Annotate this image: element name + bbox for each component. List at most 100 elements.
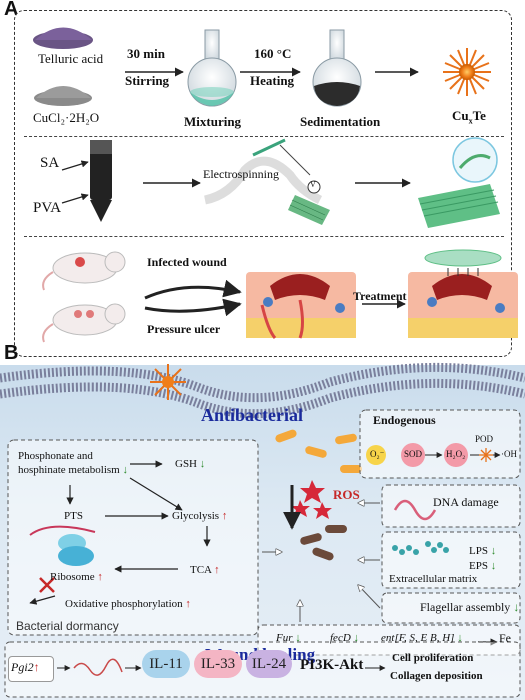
inhibition-cross-icon <box>39 577 55 593</box>
fiber-icon <box>73 658 123 676</box>
lps-down-arrow: ↓ <box>490 545 497 557</box>
telluric-acid-label: Telluric acid <box>38 51 104 66</box>
superoxide-label: O₂⁻ <box>370 449 385 459</box>
pgi2-text: Pgi2 <box>11 660 34 674</box>
sod-circle <box>401 443 425 467</box>
ribosome-text: Ribosome <box>50 571 95 583</box>
eps-text: EPS <box>469 560 488 572</box>
matrix-molecule-icon <box>392 541 449 555</box>
ent-text: ent[F, S, E B, H] <box>381 632 455 644</box>
pts-label: PTS <box>64 510 83 522</box>
pgi2-box <box>8 656 54 682</box>
fur-down-arrow: ↓ <box>295 632 301 644</box>
pod-nanoparticle-icon <box>479 448 493 462</box>
treated-tissue-icon <box>408 249 518 338</box>
electrospinning-apparatus-icon <box>203 138 330 225</box>
product-element-te: Te <box>472 108 486 123</box>
dna-damage-box <box>381 484 521 528</box>
cell-proliferation-label: Cell proliferation <box>392 652 474 664</box>
glycolysis-up-arrow: ↑ <box>221 510 228 522</box>
flagellar-box <box>381 592 521 624</box>
oxphos-up-arrow: ↑ <box>185 598 191 610</box>
membrane-nanoparticle-icon <box>150 364 186 400</box>
fur-gene-label: Fur ↓ <box>276 632 301 644</box>
ribosome-up-arrow: ↑ <box>97 571 103 583</box>
fur-text: Fur <box>276 632 293 644</box>
mixturing-label: Mixturing <box>184 114 242 129</box>
voltage-label: V <box>310 180 316 189</box>
endogenous-title: Endogenous <box>373 413 436 427</box>
stirring-time-label: 30 min <box>127 46 165 61</box>
ent-down-arrow: ↓ <box>457 632 463 644</box>
eps-label: EPS ↓ <box>469 560 496 572</box>
heating-label: Heating <box>250 73 295 88</box>
il33-pill: IL-33 <box>194 650 242 678</box>
electrospinning-label: Electrospinning <box>203 167 279 181</box>
gsh-down-arrow: ↓ <box>199 458 206 470</box>
sedimentation-label: Sedimentation <box>300 114 381 129</box>
ros-burst-icon <box>291 480 332 519</box>
hydroxyl-label: ·OH <box>501 449 517 459</box>
sod-label: SOD <box>404 449 423 459</box>
h2o2-circle <box>444 443 468 467</box>
gsh-text: GSH <box>175 458 198 470</box>
lps-label: LPS ↓ <box>469 545 496 557</box>
ros-label: ROS <box>333 487 360 502</box>
stirring-label: Stirring <box>125 73 170 88</box>
heating-temp-label: 160 °C <box>254 46 292 61</box>
pressure-ulcer-label: Pressure ulcer <box>147 322 221 336</box>
tca-up-arrow: ↑ <box>214 564 220 576</box>
pi3k-akt-label: PI3K-Akt <box>300 657 364 673</box>
treatment-label: Treatment <box>353 289 407 303</box>
pgi2-label: Pgi2↑ <box>11 660 40 675</box>
pva-label: PVA <box>33 200 62 216</box>
panel-a-separator-2 <box>24 236 504 237</box>
fecd-text: fecD <box>330 632 351 644</box>
phosphonate-line2-text: hosphinate metabolism <box>18 464 120 476</box>
panel-b-letter: B <box>4 342 19 364</box>
product-label: CuxTe <box>452 108 486 126</box>
flagellar-text: Flagellar assembly <box>420 600 511 614</box>
bacteria-cluster-icon <box>275 429 362 561</box>
copper-chloride-label: CuCl₂·2H₂O <box>33 110 100 125</box>
collagen-deposition-label: Collagen deposition <box>390 670 483 682</box>
oxphos-label: Oxidative phosphorylation ↑ <box>65 598 191 610</box>
nanofiber-membrane-icon <box>418 137 500 228</box>
cell-membrane <box>0 362 525 419</box>
fecd-gene-label: fecD ↓ <box>330 632 359 644</box>
gsh-label: GSH ↓ <box>175 458 205 470</box>
bacterial-dormancy-label: Bacterial dormancy <box>16 619 119 633</box>
iron-genes-box <box>257 624 521 656</box>
glycolysis-label: Glycolysis ↑ <box>172 510 227 522</box>
extracellular-matrix-label: Extracellular matrix <box>389 573 478 585</box>
dna-helix-icon <box>393 499 437 521</box>
ribosome-icon <box>29 525 96 566</box>
antibacterial-title: Antibacterial <box>201 405 303 425</box>
panel-a-graphics <box>33 27 518 343</box>
phosphonate-line2: hosphinate metabolism ↓ <box>18 464 128 476</box>
panel-a-separator-1 <box>24 136 504 137</box>
flagellar-assembly-label: Flagellar assembly ↓ <box>420 600 519 615</box>
copper-chloride-powder-icon <box>34 86 92 106</box>
il11-pill: IL-11 <box>142 650 190 678</box>
tca-label: TCA ↑ <box>190 564 220 576</box>
product-subscript: x <box>468 116 473 126</box>
flagellar-down-arrow: ↓ <box>513 600 520 614</box>
il24-pill: IL-24 <box>246 650 292 678</box>
wound-tissue-icon <box>246 272 356 339</box>
telluric-acid-powder-icon <box>33 27 93 49</box>
phosphonate-line1: Phosphonate and <box>18 450 93 462</box>
cuxte-nanoparticle-icon <box>443 48 491 96</box>
superoxide-circle <box>366 445 386 465</box>
infected-wound-label: Infected wound <box>147 255 227 269</box>
extracellular-matrix-box <box>381 531 521 589</box>
mixturing-flask-icon <box>187 29 237 107</box>
polymer-tube-icon <box>90 140 112 222</box>
tca-text: TCA <box>190 564 212 576</box>
sedimentation-flask-icon <box>312 29 362 107</box>
glycolysis-text: Glycolysis <box>172 510 220 522</box>
phosphonate-down-arrow: ↓ <box>122 464 128 476</box>
pressure-ulcer-rat-icon <box>42 303 126 343</box>
pgi2-up-arrow: ↑ <box>33 660 40 674</box>
pod-label: POD <box>475 434 494 444</box>
